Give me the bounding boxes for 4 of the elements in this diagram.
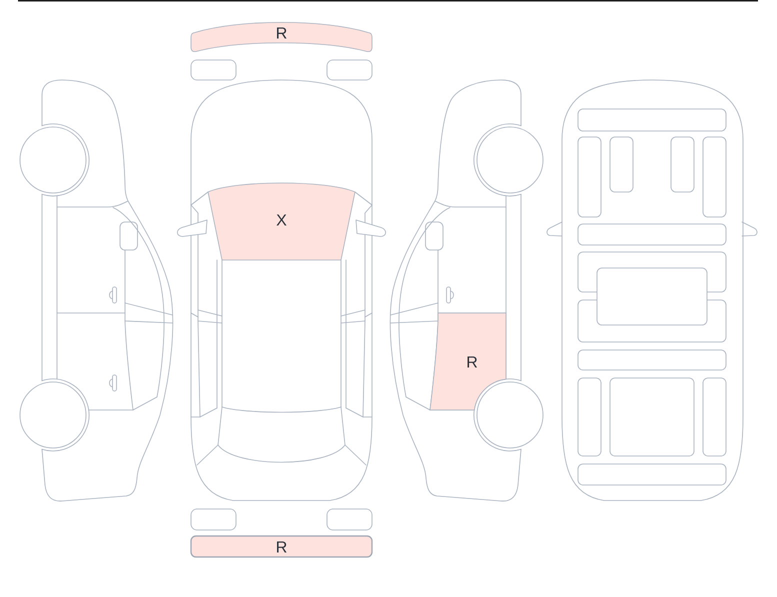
bumper-panel: R <box>190 535 373 558</box>
bumper-panel: R <box>190 22 372 52</box>
windshield-panel: X <box>208 182 356 260</box>
door-panel: R <box>430 312 506 410</box>
